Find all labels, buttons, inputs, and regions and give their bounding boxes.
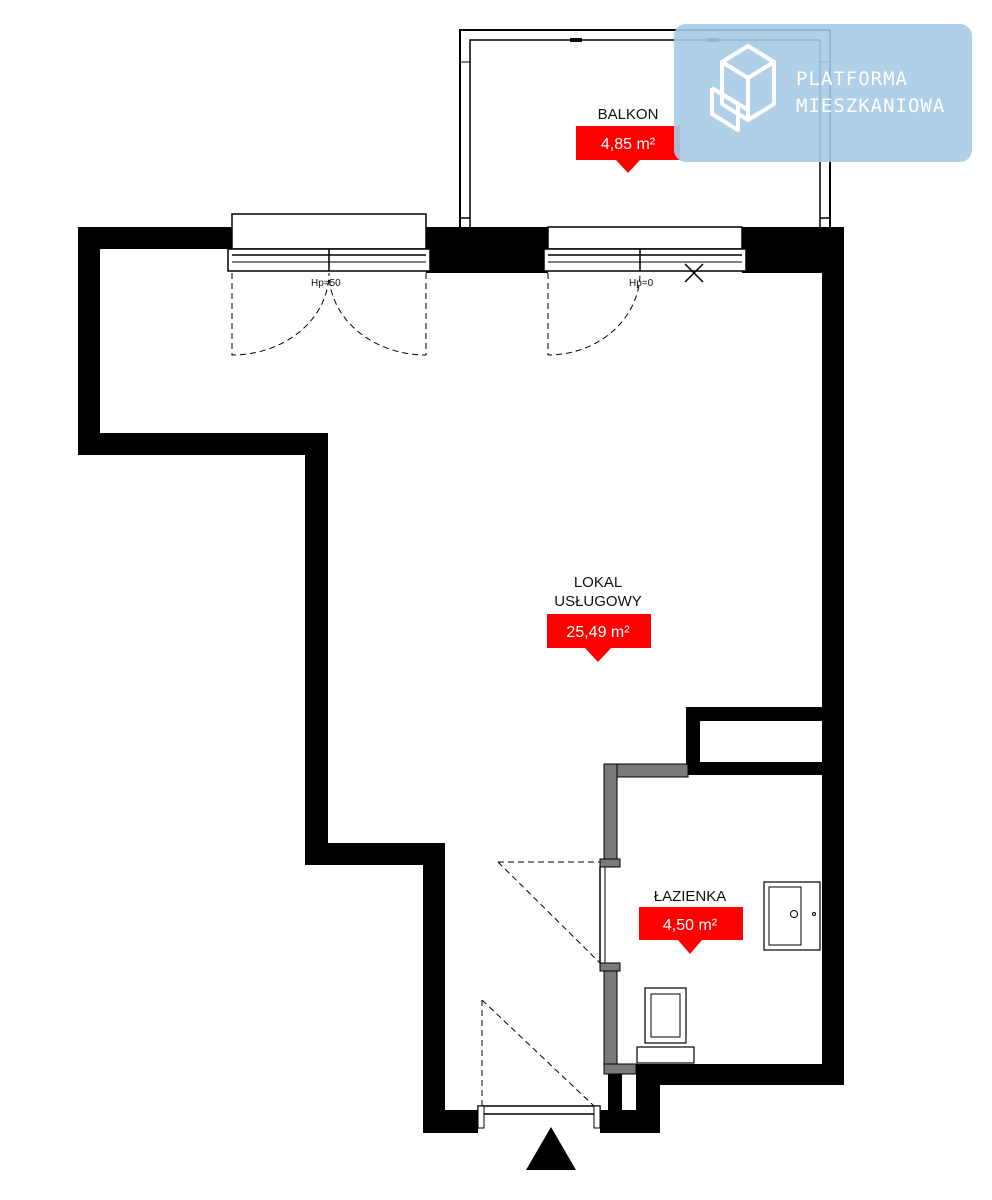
toilet-icon	[636, 987, 695, 1064]
logo-line1: PLATFORMA	[796, 68, 908, 90]
bathroom-area: 4,50 m²	[663, 917, 718, 934]
walls	[78, 227, 844, 1133]
logo-watermark: PLATFORMA MIESZKANIOWA	[674, 24, 972, 162]
service-room-area: 25,49 m²	[566, 624, 630, 641]
bathroom-area-badge	[639, 907, 743, 954]
window-left	[227, 213, 431, 356]
window-right-sill-label: Hp=0	[629, 278, 654, 289]
service-room-name-line1: LOKAL	[574, 574, 622, 591]
service-room-area-badge	[547, 614, 651, 662]
balcony-area-badge	[576, 126, 680, 173]
balcony-area: 4,85 m²	[601, 136, 656, 153]
logo-line2: MIESZKANIOWA	[796, 95, 945, 117]
window-right	[543, 226, 747, 356]
entrance-arrow-icon	[526, 1127, 576, 1170]
balcony-name: BALKON	[598, 106, 659, 123]
partition-walls	[603, 763, 689, 1075]
cube-logo-icon	[710, 44, 776, 132]
service-room-name-line2: USŁUGOWY	[554, 593, 642, 610]
bathroom-name: ŁAZIENKA	[654, 888, 727, 905]
window-left-sill-label: Hp=50	[311, 278, 341, 289]
washbasin-icon	[763, 881, 821, 951]
entrance-door	[477, 999, 601, 1129]
bathroom-door	[497, 858, 621, 972]
